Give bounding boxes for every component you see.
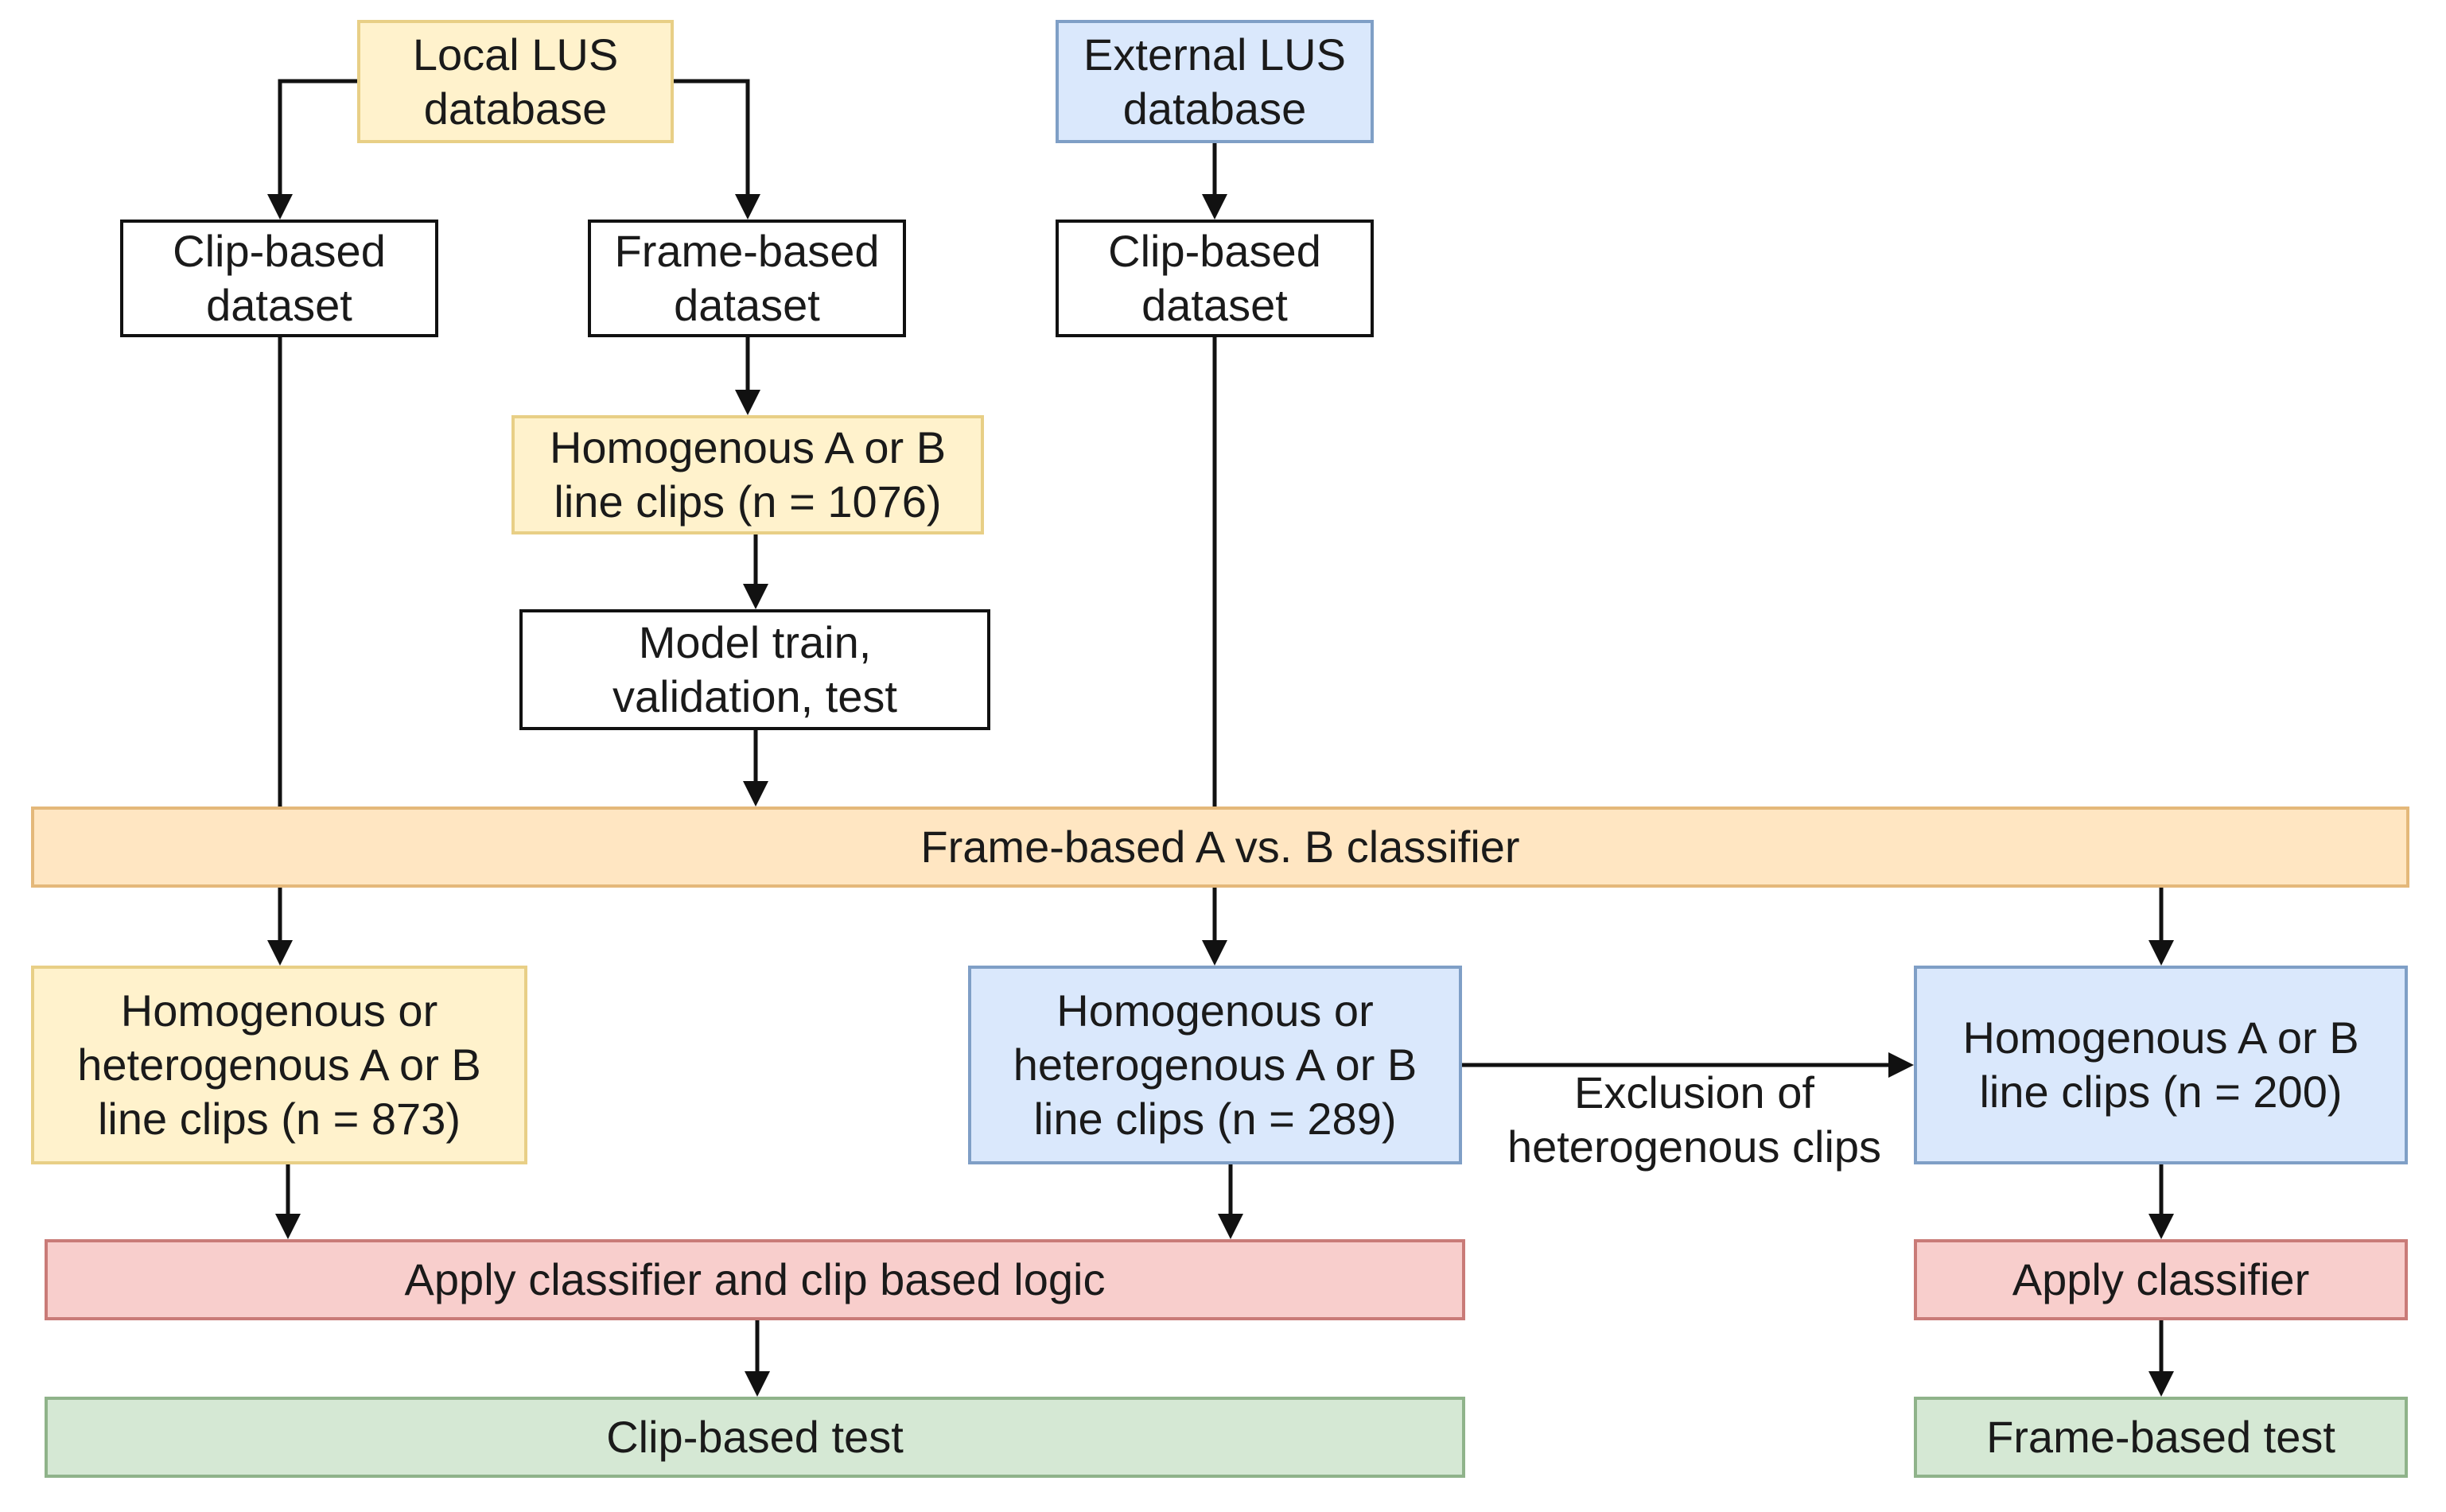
arrowhead: [1218, 1214, 1243, 1239]
arrowhead: [735, 194, 760, 220]
apply-classifier-node: Apply classifier: [1914, 1239, 2408, 1320]
local-clips-873-node: Homogenous or heterogenous A or B line c…: [31, 966, 527, 1164]
arrowhead: [2149, 1214, 2174, 1239]
arrowhead: [735, 390, 760, 415]
arrowhead: [745, 1371, 770, 1397]
arrowhead: [2149, 940, 2174, 966]
arrowhead: [743, 781, 768, 807]
local-lus-database-node: Local LUS database: [357, 20, 674, 143]
apply-classifier-and-logic-node: Apply classifier and clip based logic: [45, 1239, 1465, 1320]
arrow-local-to-frame-dataset: [674, 79, 750, 196]
external-clip-based-dataset-node: Clip-based dataset: [1056, 220, 1374, 337]
arrowhead: [267, 194, 293, 220]
arrow-local-to-clip-dataset: [278, 79, 357, 196]
model-train-validation-test-node: Model train, validation, test: [519, 609, 990, 730]
local-clip-based-dataset-node: Clip-based dataset: [120, 220, 438, 337]
arrowhead: [275, 1214, 301, 1239]
exclusion-edge-label: Exclusion of heterogenous clips: [1507, 1067, 1882, 1172]
external-clips-289-node: Homogenous or heterogenous A or B line c…: [968, 966, 1462, 1164]
clip-based-test-node: Clip-based test: [45, 1397, 1465, 1478]
arrowhead: [267, 940, 293, 966]
homogenous-clips-200-node: Homogenous A or B line clips (n = 200): [1914, 966, 2408, 1164]
arrowhead: [1202, 194, 1227, 220]
arrowhead: [1888, 1052, 1914, 1078]
frame-based-test-node: Frame-based test: [1914, 1397, 2408, 1478]
arrowhead: [1202, 940, 1227, 966]
frame-based-classifier-node: Frame-based A vs. B classifier: [31, 807, 2409, 888]
arrowhead: [743, 584, 768, 609]
local-frame-based-dataset-node: Frame-based dataset: [588, 220, 906, 337]
homogenous-clips-1076-node: Homogenous A or B line clips (n = 1076): [511, 415, 984, 534]
arrowhead: [2149, 1371, 2174, 1397]
external-lus-database-node: External LUS database: [1056, 20, 1374, 143]
